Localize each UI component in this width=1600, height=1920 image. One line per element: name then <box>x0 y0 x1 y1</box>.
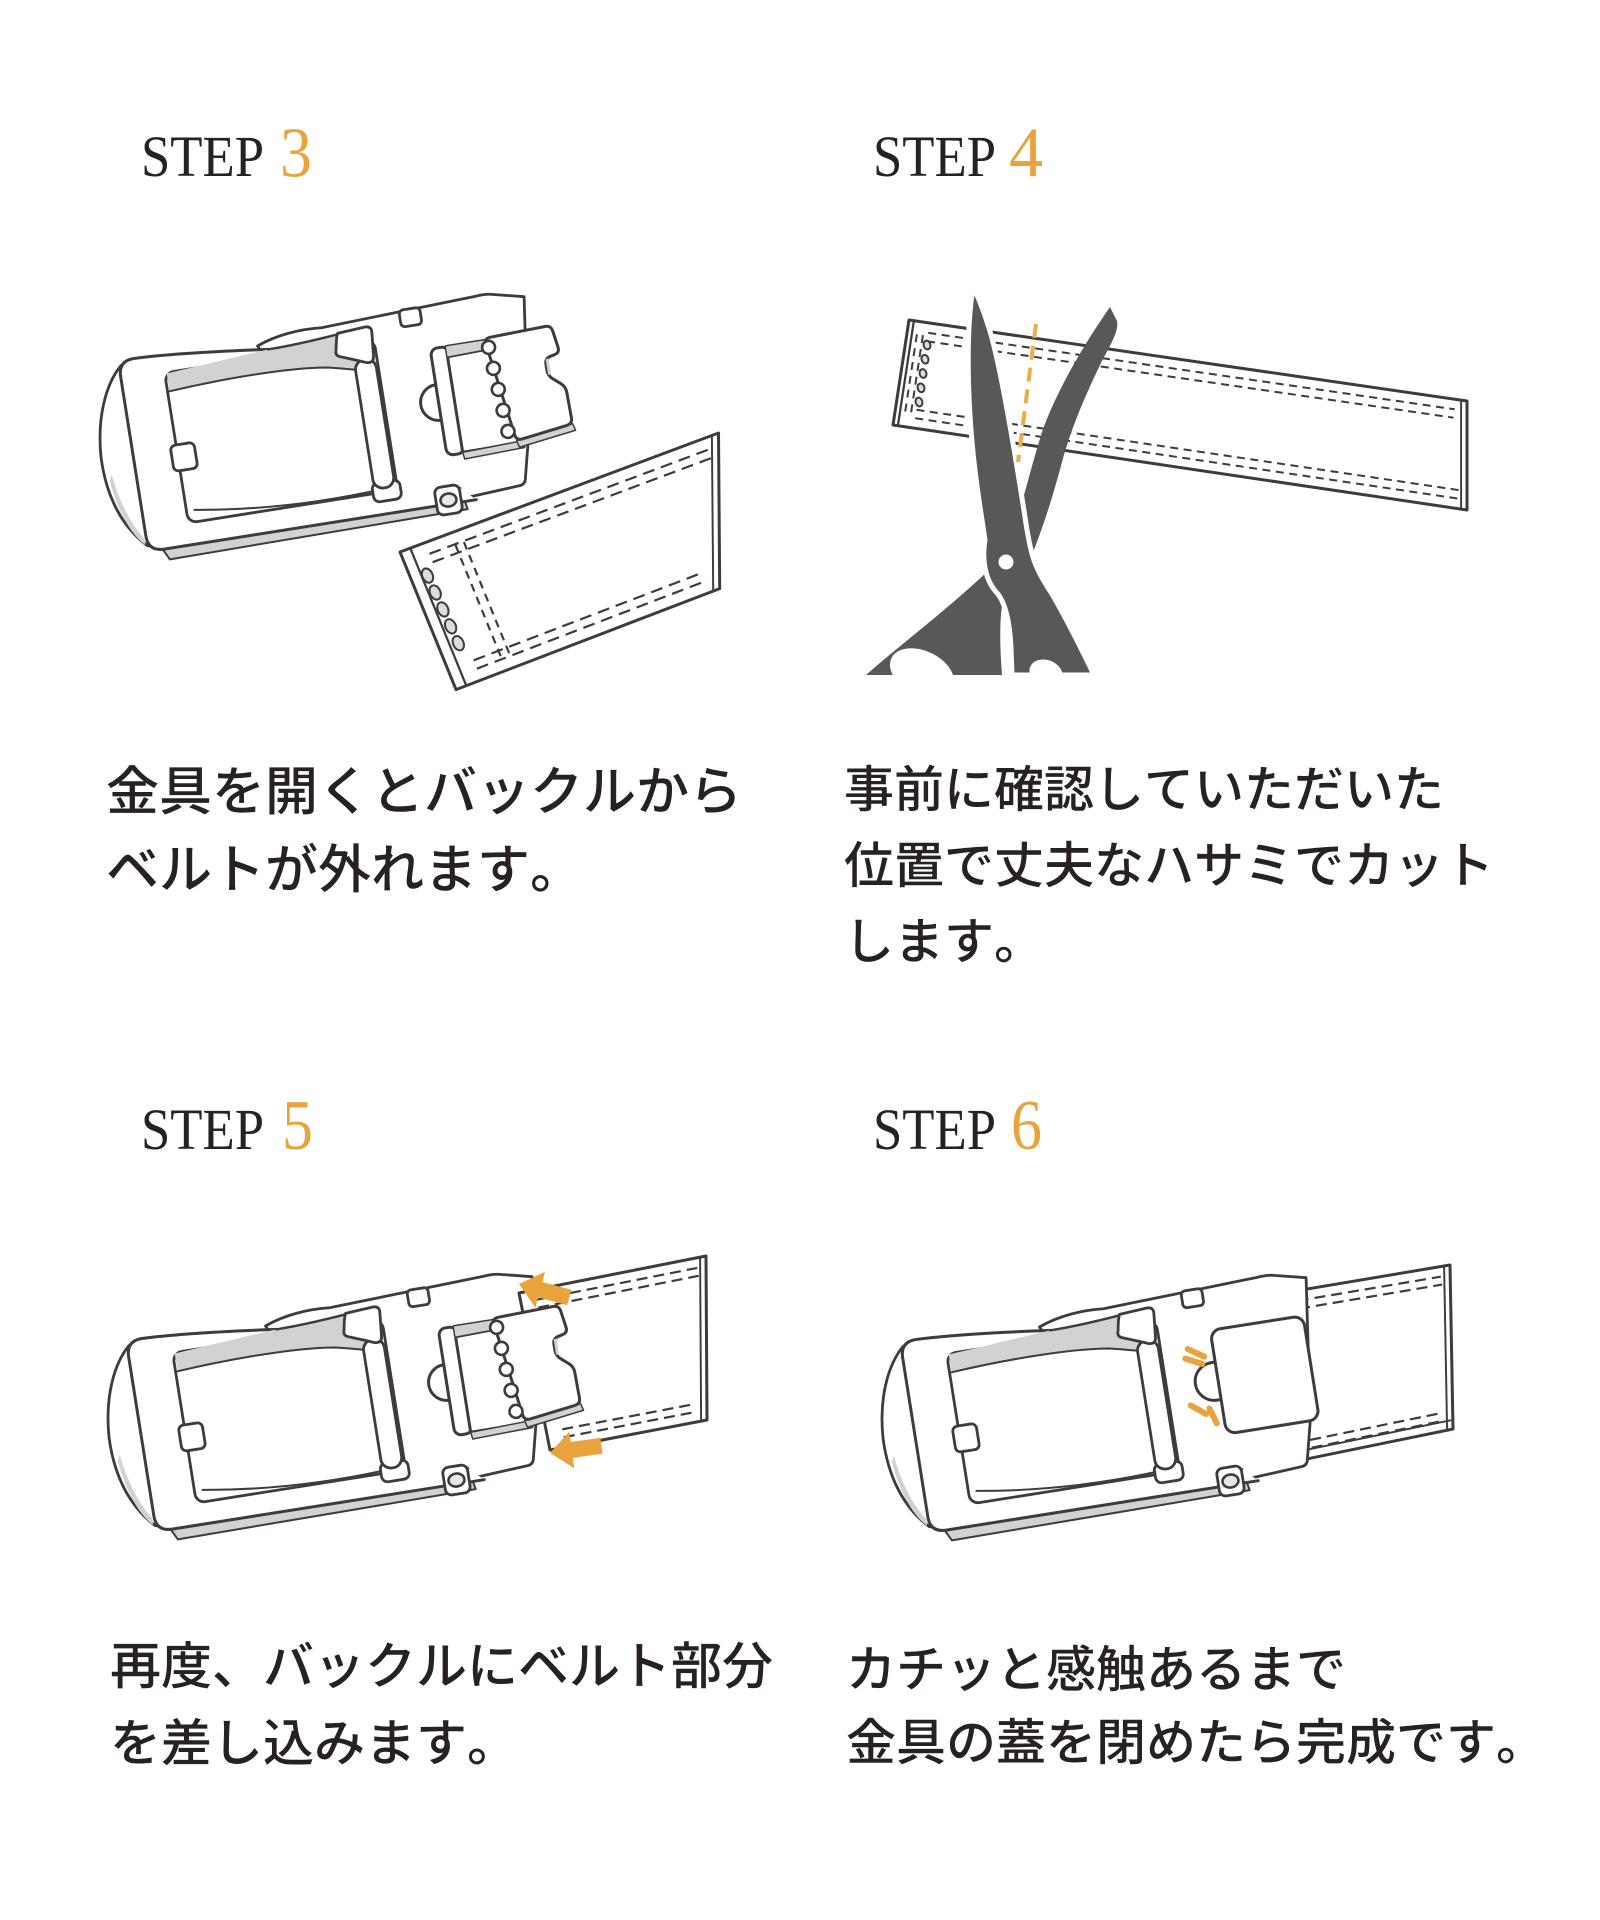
svg-text:STEP: STEP <box>873 1097 996 1162</box>
svg-text:STEP: STEP <box>141 124 264 189</box>
svg-text:STEP: STEP <box>873 124 996 189</box>
svg-text:3: 3 <box>280 115 312 193</box>
svg-text:4: 4 <box>1009 114 1043 192</box>
svg-text:6: 6 <box>1011 1087 1042 1165</box>
svg-text:5: 5 <box>282 1087 313 1165</box>
svg-text:STEP: STEP <box>141 1097 264 1162</box>
